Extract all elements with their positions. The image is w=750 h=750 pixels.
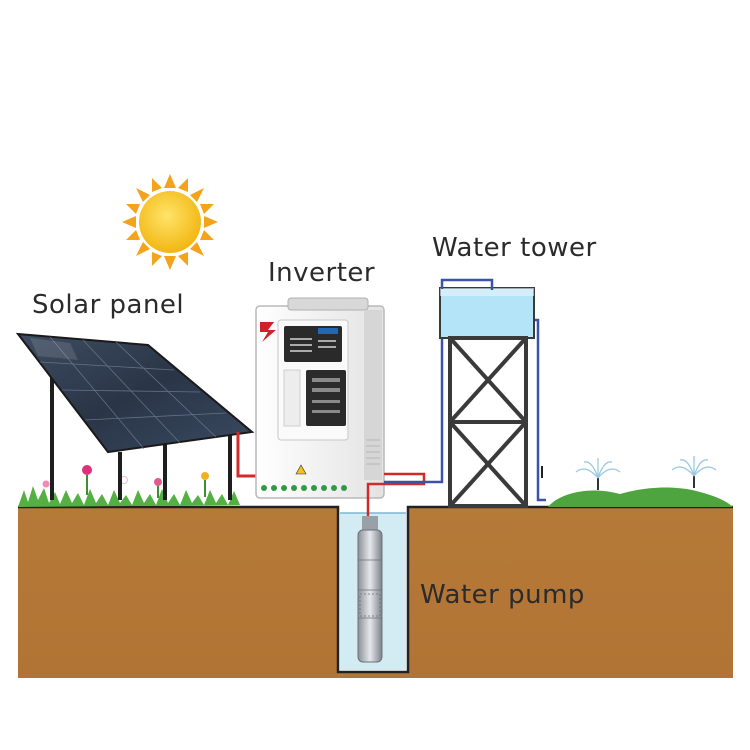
flower-icon <box>154 478 162 486</box>
solar-panel <box>15 332 255 500</box>
water-tower-label: Water tower <box>432 233 597 263</box>
supply-pipe <box>530 318 546 502</box>
grass-left <box>18 465 240 507</box>
sprinkler-icon <box>671 456 717 488</box>
soil-right <box>408 507 733 678</box>
inverter-label: Inverter <box>268 258 376 288</box>
soil-under-well <box>338 672 408 678</box>
lawn-hill <box>548 487 733 507</box>
soil-left <box>18 507 338 678</box>
brand-logo-icon <box>260 322 276 342</box>
water-tower <box>439 278 535 508</box>
water-pump-label: Water pump <box>420 580 585 610</box>
inverter-display <box>284 326 342 362</box>
water-pump <box>357 516 383 663</box>
warning-icon <box>295 464 307 475</box>
pump-cable-blue <box>384 289 444 484</box>
inverter <box>255 297 385 499</box>
sun-icon <box>122 174 218 270</box>
flower-icon <box>42 480 50 488</box>
power-cable <box>236 432 256 478</box>
flower-icon <box>82 465 92 475</box>
flower-icon <box>201 472 209 480</box>
sprinkler-icon <box>575 458 621 490</box>
solar-panel-label: Solar panel <box>32 290 185 320</box>
